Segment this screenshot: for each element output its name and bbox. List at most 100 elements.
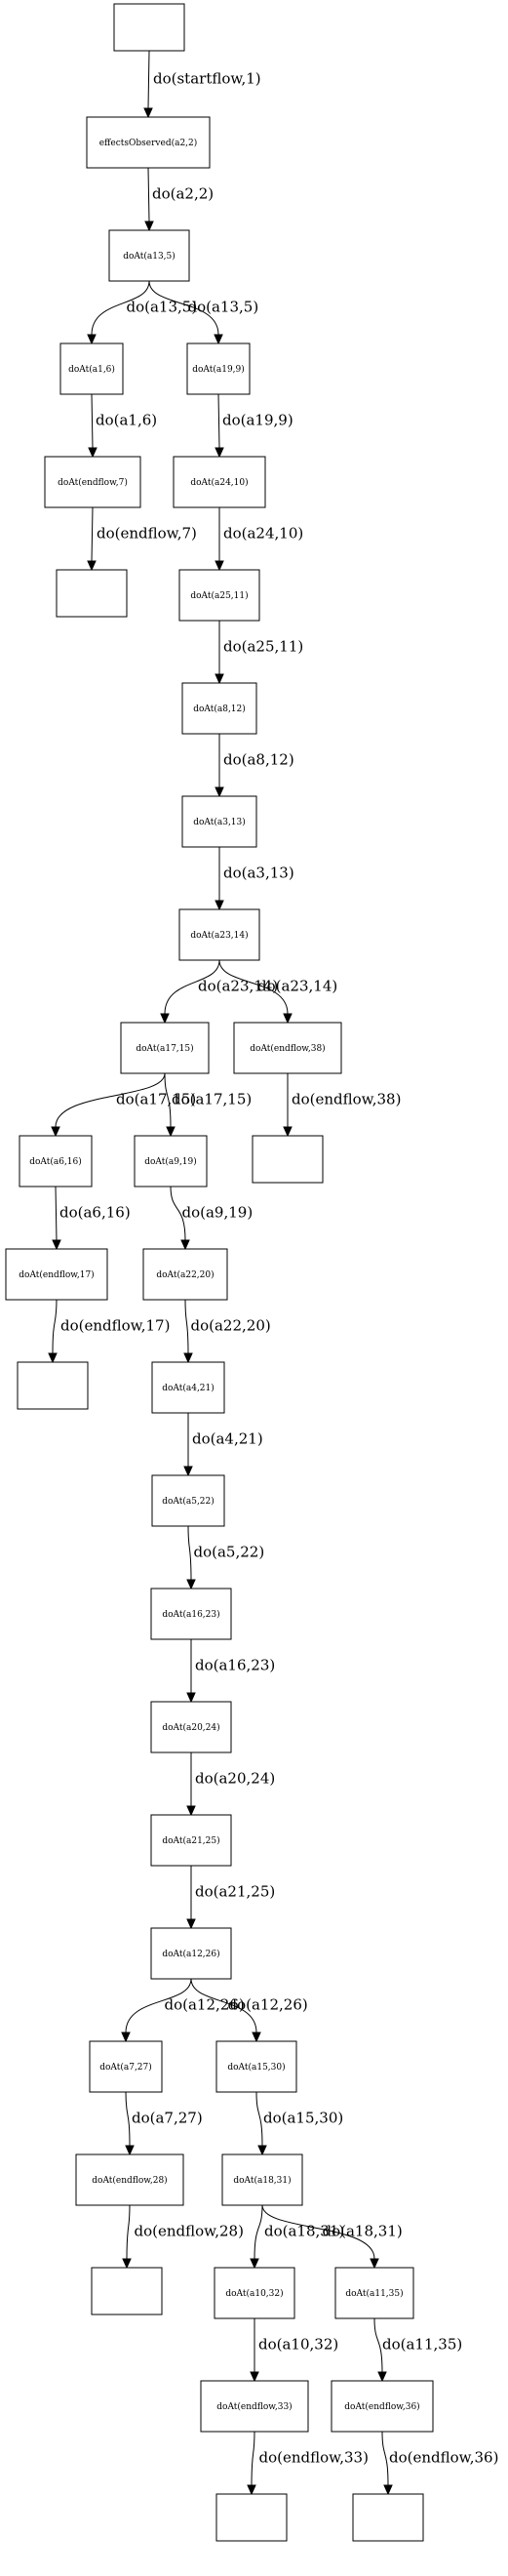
arrow-head	[377, 2371, 387, 2383]
node-box	[200, 2380, 309, 2433]
edge-label: do(a19,9)	[222, 412, 293, 429]
edge-line	[184, 1299, 189, 1354]
transition-edge: do(a12,26)	[121, 1978, 245, 2043]
edge-label: do(a21,25)	[195, 1883, 275, 1901]
empty-state-node	[352, 2493, 424, 2542]
node-label: doAt(a22,20)	[156, 1269, 214, 1280]
transition-edge: do(a17,15)	[51, 1072, 196, 1138]
empty-state-node	[17, 1361, 89, 1410]
node-box	[178, 569, 260, 622]
state-node: doAt(endflow,33)	[200, 2380, 309, 2433]
node-box	[186, 342, 251, 395]
transition-edge: do(endflow,33)	[247, 2431, 369, 2496]
node-box	[151, 1474, 225, 1527]
transition-edge: do(a1,6)	[88, 393, 157, 459]
edge-label: do(a13,5)	[127, 299, 198, 316]
arrow-head	[283, 1126, 293, 1138]
node-label: doAt(a9,19)	[144, 1156, 197, 1167]
arrow-head	[52, 1239, 61, 1251]
transition-edge: do(a23,14)	[218, 959, 337, 1025]
node-label: doAt(a24,10)	[190, 477, 248, 488]
edge-line	[55, 1072, 166, 1128]
node-box	[215, 2040, 297, 2093]
edge-label: do(endflow,33)	[259, 2449, 369, 2467]
edge-label: do(a15,30)	[263, 2110, 343, 2127]
node-label: doAt(endflow,7)	[58, 477, 128, 488]
node-box	[86, 116, 211, 169]
node-box	[5, 1248, 108, 1301]
node-box	[56, 569, 128, 618]
transition-edge: do(endflow,38)	[283, 1073, 401, 1138]
edge-label: do(a8,12)	[223, 751, 294, 769]
edges-layer: do(startflow,1)do(a2,2)do(a13,5)do(a13,5…	[48, 50, 498, 2496]
node-box	[150, 1814, 232, 1867]
arrow-head	[257, 2145, 267, 2156]
node-label: doAt(a4,21)	[162, 1383, 215, 1393]
transition-edge: do(a8,12)	[215, 734, 294, 798]
node-label: doAt(a6,16)	[29, 1156, 82, 1167]
transition-edge: do(a7,27)	[125, 2091, 203, 2156]
node-box	[215, 2493, 288, 2542]
transition-edge: do(a20,24)	[186, 1752, 275, 1817]
state-node: doAt(a24,10)	[173, 456, 266, 508]
state-node: doAt(a21,25)	[150, 1814, 232, 1867]
node-label: effectsObserved(a2,2)	[99, 138, 198, 148]
edge-label: do(a5,22)	[194, 1544, 265, 1561]
arrow-head	[121, 2032, 131, 2043]
transition-edge: do(a21,25)	[186, 1866, 275, 1930]
node-box	[75, 2153, 184, 2206]
node-label: doAt(a25,11)	[190, 590, 248, 601]
node-label: doAt(endflow,36)	[344, 2401, 419, 2412]
arrow-head	[215, 673, 224, 685]
edge-label: do(a12,26)	[228, 1996, 308, 2014]
transition-edge: do(a19,9)	[215, 393, 293, 459]
node-label: doAt(a11,35)	[345, 2288, 403, 2299]
edge-label: do(endflow,17)	[60, 1317, 170, 1335]
arrow-head	[370, 2258, 379, 2270]
edge-label: do(a10,32)	[258, 2336, 338, 2354]
state-node: doAt(a9,19)	[134, 1135, 208, 1187]
transition-edge: do(a25,11)	[215, 621, 303, 685]
state-node: doAt(a6,16)	[19, 1135, 93, 1187]
arrow-head	[186, 1579, 196, 1590]
empty-state-node	[113, 3, 185, 52]
edge-label: do(startflow,1)	[153, 70, 261, 88]
edge-line	[148, 280, 219, 336]
edge-label: do(a1,6)	[96, 412, 157, 429]
node-label: doAt(a3,13)	[193, 817, 246, 827]
state-node: doAt(a15,30)	[215, 2040, 297, 2093]
edge-line	[251, 2431, 255, 2486]
arrow-head	[215, 786, 224, 798]
arrow-head	[48, 1352, 58, 1364]
arrow-head	[143, 107, 153, 119]
node-box	[233, 1022, 342, 1074]
transition-edge: do(a23,14)	[160, 959, 278, 1025]
edge-line	[55, 1186, 58, 1241]
arrow-head	[144, 221, 154, 232]
node-label: doAt(a8,12)	[193, 704, 246, 714]
arrow-head	[183, 1466, 193, 1477]
node-box	[142, 1248, 228, 1301]
transition-edge: do(a10,32)	[250, 2318, 338, 2383]
transition-edge: do(a3,13)	[215, 847, 294, 911]
node-box	[19, 1135, 93, 1187]
edge-line	[254, 2204, 263, 2260]
edge-label: do(endflow,28)	[135, 2223, 244, 2240]
arrow-head	[250, 2258, 259, 2270]
node-label: doAt(a21,25)	[162, 1835, 219, 1846]
state-node: doAt(a23,14)	[178, 908, 260, 961]
transition-edge: do(a4,21)	[183, 1413, 263, 1477]
node-box	[214, 2267, 295, 2319]
state-node: doAt(endflow,28)	[75, 2153, 184, 2206]
arrow-head	[122, 2258, 132, 2270]
state-node: doAt(a8,12)	[181, 682, 257, 735]
arrow-head	[186, 1918, 196, 1930]
transition-edge: do(a5,22)	[186, 1525, 265, 1590]
edge-line	[52, 1299, 58, 1354]
node-label: doAt(endflow,33)	[216, 2401, 292, 2412]
node-label: doAt(a10,32)	[225, 2288, 283, 2299]
arrow-head	[51, 1126, 60, 1138]
node-box	[150, 1588, 232, 1640]
node-label: doAt(a16,23)	[162, 1609, 219, 1620]
